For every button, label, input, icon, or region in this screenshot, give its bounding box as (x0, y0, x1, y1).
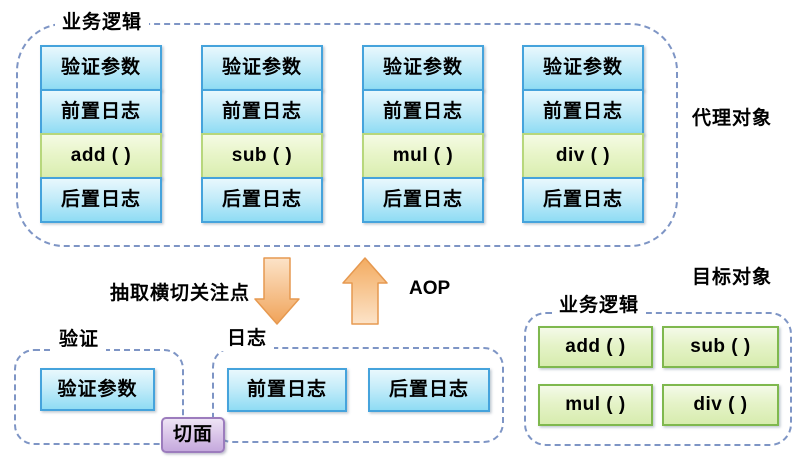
proxy-column-add: 验证参数 前置日志 add ( ) 后置日志 (40, 45, 162, 223)
log-label: 日志 (220, 327, 275, 351)
add-method-cell: add ( ) (40, 133, 162, 179)
target-object-label: 目标对象 (692, 267, 773, 288)
add-method-cell: add ( ) (538, 326, 653, 368)
pre-log-cell: 前置日志 (40, 89, 162, 135)
arrow-up-icon (342, 257, 388, 330)
div-method-cell: div ( ) (662, 384, 779, 426)
arrow-down-icon (254, 257, 300, 330)
aop-label: AOP (409, 278, 451, 299)
validate-params-cell: 验证参数 (522, 45, 644, 91)
sub-method-cell: sub ( ) (201, 133, 323, 179)
target-business-logic-label: 业务逻辑 (552, 294, 647, 318)
aspect-badge: 切面 (161, 417, 225, 453)
proxy-column-div: 验证参数 前置日志 div ( ) 后置日志 (522, 45, 644, 223)
proxy-business-logic-label: 业务逻辑 (55, 11, 150, 35)
validate-params-cell: 验证参数 (201, 45, 323, 91)
div-method-cell: div ( ) (522, 133, 644, 179)
extract-crosscutting-label: 抽取横切关注点 (110, 283, 251, 304)
post-log-cell: 后置日志 (362, 177, 484, 223)
post-log-cell: 后置日志 (368, 368, 490, 412)
validation-label: 验证 (52, 328, 107, 352)
proxy-object-label: 代理对象 (692, 108, 773, 129)
pre-log-cell: 前置日志 (522, 89, 644, 135)
proxy-column-mul: 验证参数 前置日志 mul ( ) 后置日志 (362, 45, 484, 223)
validate-params-cell: 验证参数 (40, 368, 155, 411)
mul-method-cell: mul ( ) (538, 384, 653, 426)
proxy-object-container (16, 23, 678, 247)
post-log-cell: 后置日志 (40, 177, 162, 223)
pre-log-cell: 前置日志 (201, 89, 323, 135)
proxy-column-sub: 验证参数 前置日志 sub ( ) 后置日志 (201, 45, 323, 223)
pre-log-cell: 前置日志 (362, 89, 484, 135)
pre-log-cell: 前置日志 (227, 368, 347, 412)
validate-params-cell: 验证参数 (362, 45, 484, 91)
sub-method-cell: sub ( ) (662, 326, 779, 368)
log-container (212, 347, 504, 443)
post-log-cell: 后置日志 (201, 177, 323, 223)
mul-method-cell: mul ( ) (362, 133, 484, 179)
validate-params-cell: 验证参数 (40, 45, 162, 91)
target-container (524, 312, 792, 446)
post-log-cell: 后置日志 (522, 177, 644, 223)
